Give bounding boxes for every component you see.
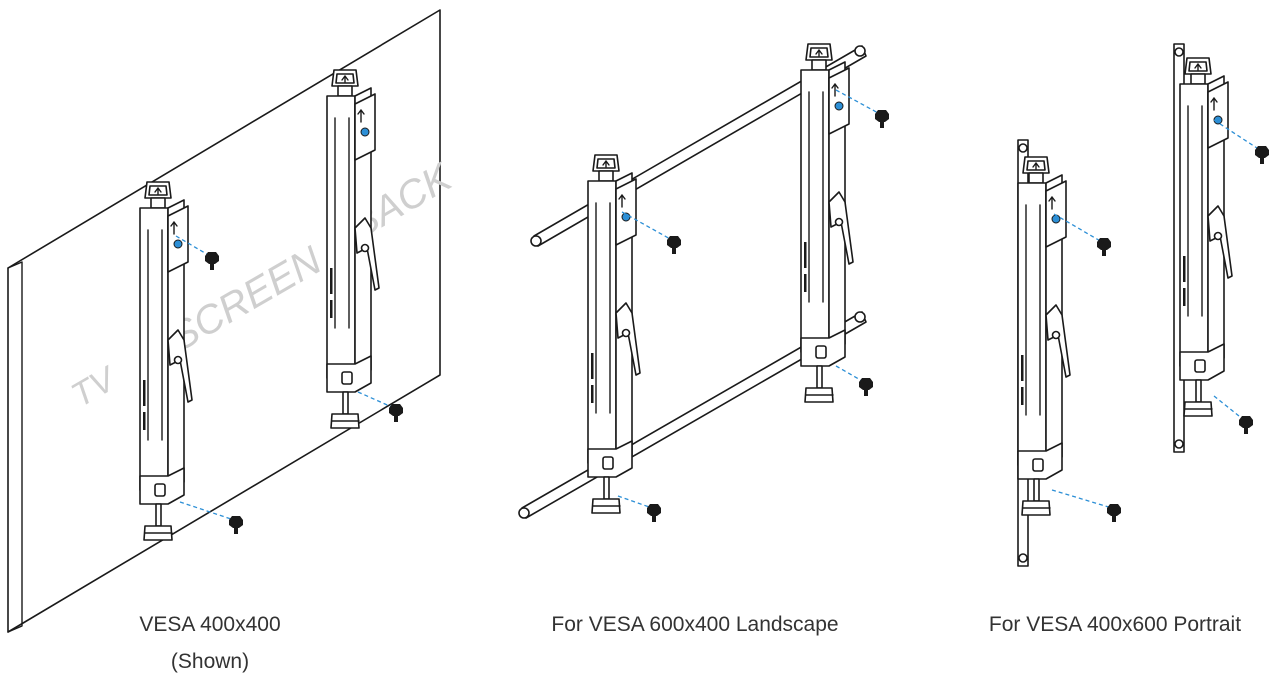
caption-line-1: For VESA 400x600 Portrait <box>988 613 1242 636</box>
panel-vesa-600x400-landscape <box>518 43 890 523</box>
bracket-left <box>139 181 193 541</box>
screw-icon <box>1254 145 1270 165</box>
screw-icon <box>646 503 662 523</box>
bracket-right <box>1179 57 1233 417</box>
caption-vesa-400x400: VESA 400x400 (Shown) <box>110 606 310 680</box>
screw-icon <box>874 109 890 129</box>
caption-line-1: For VESA 600x400 Landscape <box>551 613 839 636</box>
screw-icon <box>858 377 874 397</box>
screw-icon <box>228 515 244 535</box>
screw-icon <box>388 403 404 423</box>
bracket-right <box>326 69 380 429</box>
caption-vesa-400x600-portrait: For VESA 400x600 Portrait <box>960 606 1270 643</box>
screw-icon <box>666 235 682 255</box>
caption-line-1: VESA 400x400 <box>139 613 281 636</box>
bracket-left <box>1017 156 1071 516</box>
caption-vesa-600x400-landscape: For VESA 600x400 Landscape <box>530 606 860 643</box>
panel-vesa-400x400: TV SCREEN BACK <box>7 9 461 633</box>
bracket-left <box>587 154 641 514</box>
screw-icon <box>1096 237 1112 257</box>
bracket-right <box>800 43 854 403</box>
caption-line-2: (Shown) <box>170 650 250 673</box>
panel-vesa-400x600-portrait <box>1017 43 1270 567</box>
screw-icon <box>1238 415 1254 435</box>
screw-icon <box>1106 503 1122 523</box>
